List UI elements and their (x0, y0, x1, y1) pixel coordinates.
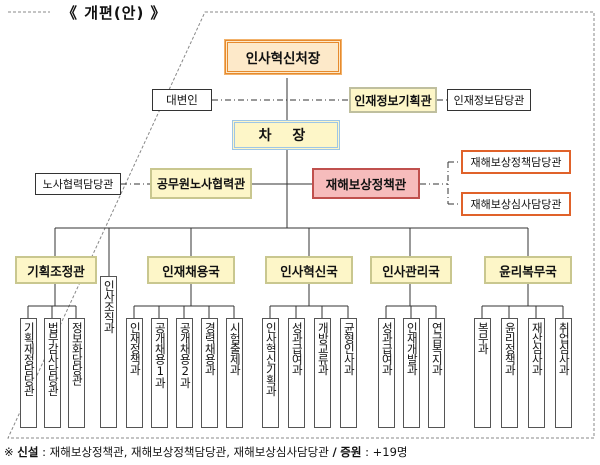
footer-increase-label: 증원 (340, 445, 362, 459)
division-box: 인재정책과 (126, 318, 143, 428)
division-label: 경력채용과 (203, 322, 218, 375)
division-label: 성과급여과 (380, 322, 395, 375)
division-box: 인사혁신기획과 (262, 318, 279, 428)
chief-box: 인사혁신처장 (224, 39, 342, 75)
footer-separator: / (332, 445, 337, 459)
division-label: 취업심사과 (557, 322, 572, 375)
division-box: 취업심사과 (555, 318, 572, 428)
footer-new-items: 재해보상정책관, 재해보상정책담당관, 재해보상심사담당관 (49, 445, 329, 459)
division-box: 개방교류과 (314, 318, 331, 428)
division-box: 법무감사담당관 (44, 318, 61, 428)
division-box: 연금복지과 (428, 318, 445, 428)
division-label: 인사혁신기획과 (264, 322, 279, 396)
labor-director-box: 공무원노사협력관 (150, 168, 252, 199)
division-box: 성과급여과 (378, 318, 395, 428)
division-box: 경력채용과 (201, 318, 218, 428)
division-label: 인재정책과 (128, 322, 143, 375)
division-box: 복무과 (474, 318, 491, 428)
division-label: 법무감사담당관 (46, 322, 61, 396)
bureau-management: 인사관리국 (370, 256, 452, 284)
division-box: 성과급여과 (288, 318, 305, 428)
bureau-ethics: 윤리복무국 (484, 256, 572, 284)
page-title: 《 개편(안) 》 (62, 4, 167, 22)
division-label: 복무과 (476, 322, 491, 354)
division-box: 정보화담당관 (68, 318, 85, 428)
division-box: 재산심사과 (528, 318, 545, 428)
division-box: 인사조직과 (100, 276, 117, 428)
division-label: 공개채용1과 (153, 322, 168, 388)
division-label: 균형인사과 (342, 322, 357, 375)
division-box: 공개채용2과 (176, 318, 193, 428)
footer-note: ※ 신설 : 재해보상정책관, 재해보상정책담당관, 재해보상심사담당관 / 증… (4, 445, 408, 459)
division-label: 시험출제과 (228, 322, 243, 375)
division-box: 시험출제과 (226, 318, 243, 428)
division-label: 개방교류과 (316, 322, 331, 375)
footer-increase-value: +19명 (372, 445, 408, 459)
footer-symbol: ※ (4, 445, 14, 459)
labor-officer-box: 노사협력담당관 (35, 173, 121, 195)
spokesperson-box: 대변인 (152, 89, 212, 111)
division-label: 기획재정담당관 (22, 322, 37, 396)
vice-box: 차 장 (232, 120, 340, 150)
bureau-recruit: 인재채용국 (147, 256, 235, 284)
comp-review-officer-box: 재해보상심사담당관 (461, 192, 571, 216)
comp-policy-officer-box: 재해보상정책담당관 (461, 150, 571, 174)
frame-dashed (7, 11, 595, 439)
division-label: 윤리정책과 (503, 322, 518, 375)
bureau-planning: 기획조정관 (15, 256, 97, 284)
division-label: 공개채용2과 (178, 322, 193, 388)
division-box: 기획재정담당관 (20, 318, 37, 428)
division-box: 균형인사과 (340, 318, 357, 428)
division-label: 성과급여과 (290, 322, 305, 375)
comp-director-box: 재해보상정책관 (312, 168, 420, 199)
footer-new-label: 신설 (17, 445, 39, 459)
info-planning-box: 인재정보기획관 (349, 87, 437, 113)
division-label: 연금복지과 (430, 322, 445, 375)
division-label: 인재개발과 (405, 322, 420, 375)
division-box: 윤리정책과 (501, 318, 518, 428)
division-label: 재산심사과 (530, 322, 545, 375)
division-box: 인재개발과 (403, 318, 420, 428)
division-box: 공개채용1과 (151, 318, 168, 428)
division-label: 정보화담당관 (70, 322, 85, 385)
bureau-innovation: 인사혁신국 (265, 256, 353, 284)
division-label: 인사조직과 (102, 280, 117, 333)
info-officer-box: 인재정보담당관 (447, 89, 531, 111)
